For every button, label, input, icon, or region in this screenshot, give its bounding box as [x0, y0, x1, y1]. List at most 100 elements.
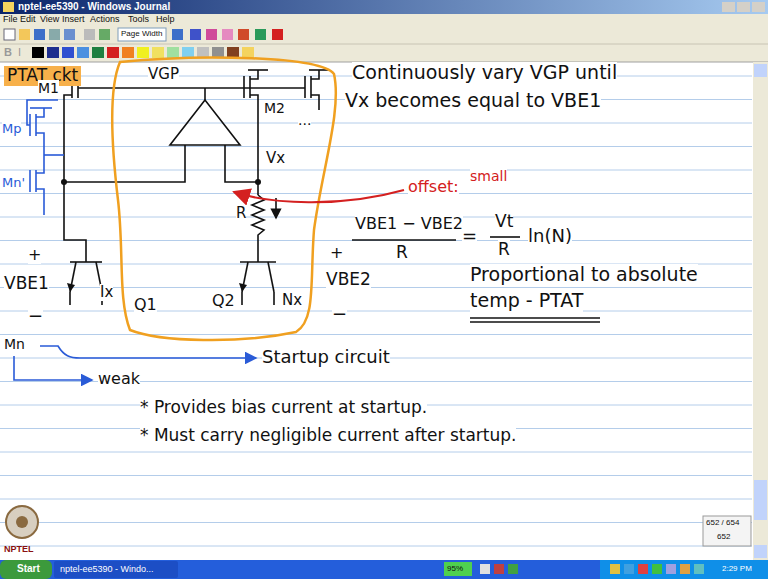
clock: 2:29 PM — [722, 564, 752, 573]
format-button: I — [18, 46, 21, 59]
window-chrome — [0, 26, 768, 44]
note: small — [470, 168, 507, 184]
taskbar — [0, 560, 768, 579]
circuit-wires — [70, 261, 102, 263]
circuit-dots — [67, 283, 75, 292]
window-chrome — [222, 29, 233, 40]
window-chrome — [19, 29, 30, 40]
circuit-wires — [470, 317, 600, 319]
window-chrome — [0, 14, 768, 26]
window-title: nptel-ee5390 - Windows Journal — [18, 1, 170, 13]
transistor-name: Q1 — [134, 296, 157, 314]
start-button: Start — [17, 563, 40, 575]
task-button: nptel-ee5390 - Windo... — [60, 564, 154, 574]
resistor-name: R — [236, 205, 246, 222]
circuit-wires — [204, 88, 206, 100]
ruled-lines — [0, 334, 752, 335]
signal-name: Vx — [266, 150, 285, 167]
note: temp - PTAT — [470, 290, 583, 312]
window-chrome — [190, 29, 201, 40]
zoom-dropdown: Page Width — [121, 29, 162, 38]
circuit-wires — [241, 292, 243, 305]
equation: = — [462, 226, 477, 247]
logo-text: NPTEL — [4, 544, 34, 554]
window-chrome — [167, 47, 179, 58]
ruled-lines — [0, 522, 752, 523]
window-chrome — [0, 44, 768, 62]
taskbar — [638, 564, 648, 574]
ruled-lines — [0, 311, 752, 312]
window-chrome — [137, 47, 149, 58]
device-ratio: Nx — [282, 292, 302, 309]
startup-circuit — [40, 346, 256, 358]
window-chrome — [64, 29, 75, 40]
circuit-wires — [490, 236, 520, 238]
circuit-wires — [273, 292, 275, 305]
circuit-dots — [61, 179, 67, 185]
ruled-lines — [0, 240, 752, 241]
startup-circuit — [29, 170, 31, 192]
equation: R — [498, 240, 510, 260]
window-chrome — [32, 47, 44, 58]
note: offset: — [408, 178, 459, 196]
window-chrome — [737, 2, 750, 12]
startup-circuit — [36, 133, 44, 173]
circuit-wires — [250, 70, 258, 79]
note: weak — [98, 370, 140, 388]
ruled-lines — [0, 546, 752, 547]
equation: VBE1 − VBE2 — [355, 215, 463, 233]
menu-item: Help — [156, 14, 175, 24]
transistor-name: M2 — [264, 100, 285, 116]
startup-circuit — [36, 108, 44, 117]
page-number-box — [703, 516, 751, 546]
taskbar — [444, 562, 472, 576]
startup-circuit — [36, 189, 44, 215]
equation: R — [396, 243, 408, 263]
polarity-sign: − — [332, 304, 347, 325]
taskbar — [680, 564, 690, 574]
window-chrome — [118, 28, 166, 41]
startup-outline — [112, 58, 336, 341]
offset-arrow — [234, 190, 404, 202]
current-name: Ix — [100, 284, 113, 301]
circuit-dots — [61, 179, 261, 292]
startup-circuit — [30, 107, 52, 109]
signal-name: VGP — [148, 66, 179, 83]
window-chrome — [182, 47, 194, 58]
ruled-lines — [0, 499, 752, 500]
startup-circuit — [27, 100, 58, 125]
circuit-wires — [64, 145, 185, 182]
circuit-wires — [352, 239, 456, 241]
taskbar — [508, 564, 518, 574]
window-chrome — [34, 29, 45, 40]
taskbar — [666, 564, 676, 574]
taskbar — [0, 560, 52, 579]
note: Startup circuit — [262, 347, 390, 368]
circuit-wires — [304, 76, 306, 98]
window-chrome — [62, 47, 74, 58]
window-chrome — [206, 29, 217, 40]
scrollbar — [754, 545, 767, 558]
window-chrome — [107, 47, 119, 58]
window-chrome — [122, 47, 134, 58]
circuit-wires — [311, 95, 319, 110]
window-chrome — [752, 2, 765, 12]
circuit-wires — [311, 70, 319, 79]
window-chrome — [722, 2, 735, 12]
nptel-logo — [6, 506, 38, 538]
scrollbar — [753, 62, 768, 560]
circuit-wires — [243, 76, 245, 98]
transistor-name: Mn' — [2, 176, 25, 191]
note: Continuously vary VGP until — [352, 62, 617, 84]
window-chrome — [4, 29, 15, 40]
startup-circuit — [14, 356, 92, 380]
note: Vx becomes equal to VBE1 — [345, 90, 601, 112]
menu-item: Tools — [128, 14, 149, 24]
scrollbar — [753, 62, 768, 560]
ruled-lines — [0, 170, 752, 171]
taskbar — [652, 564, 662, 574]
voltage-name: VBE1 — [4, 274, 49, 294]
transistor-name: Mn — [4, 336, 25, 352]
